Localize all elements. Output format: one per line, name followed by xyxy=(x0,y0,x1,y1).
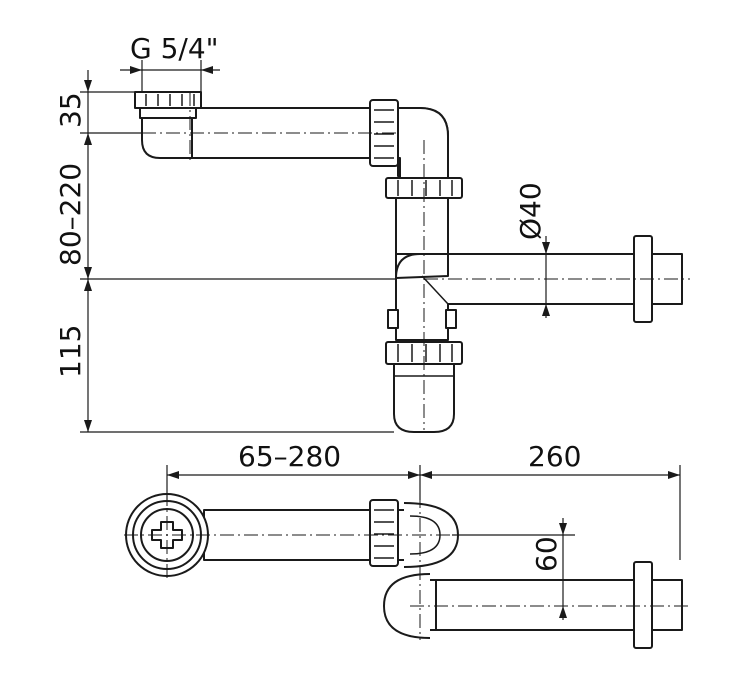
thread-size-label: G 5/4" xyxy=(130,32,219,65)
top-view xyxy=(124,470,690,649)
vertical-pipe xyxy=(395,197,449,255)
top-outlet-pipe xyxy=(435,579,637,631)
top-outlet-flange xyxy=(633,561,653,649)
left-clip xyxy=(387,309,399,329)
length-adjust-label: 65–280 xyxy=(238,440,341,473)
side-view xyxy=(134,91,690,433)
top-outlet-stub xyxy=(651,579,683,631)
right-clip xyxy=(445,309,457,329)
height-bottom-label: 115 xyxy=(54,325,87,378)
offset-label: 60 xyxy=(530,536,563,572)
length-outlet-label: 260 xyxy=(528,440,581,473)
inlet-nut xyxy=(134,91,202,109)
top-dimensions: 65–280 260 60 xyxy=(166,440,681,620)
side-dimensions: G 5/4" 35 80–220 115 Ø40 xyxy=(54,32,550,433)
outlet-diameter-label: Ø40 xyxy=(514,182,547,240)
height-adjust-label: 80–220 xyxy=(54,163,87,266)
height-top-label: 35 xyxy=(54,92,87,128)
